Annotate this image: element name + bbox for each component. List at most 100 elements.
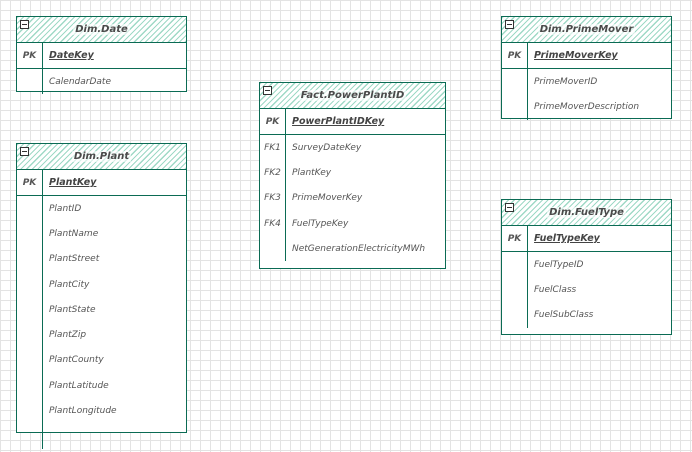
attribute-row[interactable]: FK2 PlantKey bbox=[260, 160, 445, 186]
attribute-row[interactable]: NetGenerationElectricityMWh bbox=[260, 236, 445, 262]
key-marker-empty bbox=[17, 423, 43, 449]
key-marker bbox=[17, 297, 43, 323]
key-marker bbox=[17, 322, 43, 348]
attribute-row[interactable]: FK3 PrimeMoverKey bbox=[260, 185, 445, 211]
attribute-list: FuelTypeID FuelClass FuelSubClass bbox=[502, 252, 671, 328]
attribute-name: FuelTypeKey bbox=[292, 218, 349, 229]
attribute-row[interactable]: PlantState bbox=[17, 297, 186, 323]
attribute-list: PrimeMoverID PrimeMoverDescription bbox=[502, 69, 671, 120]
key-marker bbox=[17, 196, 43, 222]
pk-marker: PK bbox=[17, 43, 43, 68]
entity-header[interactable]: Dim.FuelType bbox=[502, 200, 671, 226]
attribute-name: FuelTypeID bbox=[534, 259, 584, 270]
collapse-icon[interactable] bbox=[20, 147, 29, 156]
attribute-row[interactable]: FuelSubClass bbox=[502, 302, 671, 328]
attribute-row[interactable]: FK1 SurveyDateKey bbox=[260, 135, 445, 161]
entity-header[interactable]: Fact.PowerPlantID bbox=[260, 83, 445, 109]
collapse-icon[interactable] bbox=[505, 203, 514, 212]
entity-title: Dim.PrimeMover bbox=[537, 24, 636, 35]
attribute-name: PlantState bbox=[49, 304, 96, 315]
entity-header[interactable]: Dim.Date bbox=[17, 17, 186, 43]
primary-key-name: PlantKey bbox=[49, 177, 97, 188]
attribute-name: PlantCity bbox=[49, 279, 90, 290]
entity-fact-power-plant[interactable]: Fact.PowerPlantID PK PowerPlantIDKey FK1… bbox=[259, 82, 446, 269]
attribute-name: PlantName bbox=[49, 228, 99, 239]
attribute-name: PrimeMoverDescription bbox=[534, 101, 640, 112]
entity-title: Fact.PowerPlantID bbox=[298, 90, 407, 101]
attribute-row-empty bbox=[17, 423, 186, 449]
attribute-name: PrimeMoverID bbox=[534, 76, 598, 87]
entity-dim-prime-mover[interactable]: Dim.PrimeMover PK PrimeMoverKey PrimeMov… bbox=[501, 16, 672, 120]
primary-key-row[interactable]: PK FuelTypeKey bbox=[502, 226, 671, 252]
attribute-list: PlantID PlantName PlantStreet PlantCity … bbox=[17, 196, 186, 449]
pk-marker: PK bbox=[260, 109, 286, 134]
attribute-row[interactable]: PlantCity bbox=[17, 271, 186, 298]
primary-key-name: PrimeMoverKey bbox=[534, 50, 618, 61]
fk-marker: FK2 bbox=[260, 160, 286, 186]
key-marker bbox=[17, 246, 43, 272]
attribute-row[interactable]: CalendarDate bbox=[17, 69, 186, 95]
attribute-row[interactable]: PlantName bbox=[17, 221, 186, 247]
attribute-name: PlantLatitude bbox=[49, 380, 109, 391]
attribute-row[interactable]: PlantStreet bbox=[17, 246, 186, 272]
collapse-icon[interactable] bbox=[20, 20, 29, 29]
primary-key-row[interactable]: PK DateKey bbox=[17, 43, 186, 69]
attribute-row[interactable]: PlantCounty bbox=[17, 347, 186, 374]
entity-header[interactable]: Dim.Plant bbox=[17, 144, 186, 170]
key-marker bbox=[17, 271, 43, 298]
key-marker bbox=[260, 236, 286, 262]
attribute-row[interactable]: FuelTypeID bbox=[502, 252, 671, 278]
entity-dim-plant[interactable]: Dim.Plant PK PlantKey PlantID PlantName … bbox=[16, 143, 187, 449]
key-marker bbox=[17, 373, 43, 399]
key-marker bbox=[502, 252, 528, 278]
fk-marker: FK4 bbox=[260, 210, 286, 237]
attribute-name: PlantCounty bbox=[49, 355, 104, 366]
attribute-row[interactable]: PlantZip bbox=[17, 322, 186, 348]
attribute-row[interactable]: FuelClass bbox=[502, 277, 671, 303]
pk-marker: PK bbox=[502, 226, 528, 251]
fk-marker: FK1 bbox=[260, 135, 286, 161]
pk-marker: PK bbox=[17, 170, 43, 195]
attribute-row[interactable]: PlantID bbox=[17, 196, 186, 222]
attribute-name: FuelSubClass bbox=[534, 310, 594, 321]
attribute-name: PlantStreet bbox=[49, 254, 100, 265]
key-marker bbox=[502, 94, 528, 120]
attribute-name: PlantZip bbox=[49, 330, 87, 341]
attribute-name: SurveyDateKey bbox=[292, 142, 362, 153]
primary-key-name: FuelTypeKey bbox=[534, 233, 600, 244]
key-marker bbox=[502, 69, 528, 95]
key-marker bbox=[17, 347, 43, 374]
attribute-list: CalendarDate bbox=[17, 69, 186, 95]
attribute-row[interactable]: PlantLongitude bbox=[17, 398, 186, 424]
primary-key-name: DateKey bbox=[49, 50, 94, 61]
key-marker bbox=[17, 398, 43, 424]
attribute-name: CalendarDate bbox=[49, 76, 111, 87]
key-marker bbox=[17, 69, 43, 95]
entity-header[interactable]: Dim.PrimeMover bbox=[502, 17, 671, 43]
attribute-row[interactable]: PlantLatitude bbox=[17, 373, 186, 399]
attribute-row[interactable]: PrimeMoverID bbox=[502, 69, 671, 95]
attribute-row[interactable]: FK4 FuelTypeKey bbox=[260, 210, 445, 237]
entity-title: Dim.Plant bbox=[71, 151, 132, 162]
primary-key-row[interactable]: PK PrimeMoverKey bbox=[502, 43, 671, 69]
primary-key-row[interactable]: PK PowerPlantIDKey bbox=[260, 109, 445, 135]
entity-title: Dim.FuelType bbox=[547, 207, 626, 218]
collapse-icon[interactable] bbox=[263, 86, 272, 95]
attribute-name: PlantLongitude bbox=[49, 406, 117, 417]
key-marker bbox=[502, 277, 528, 303]
pk-marker: PK bbox=[502, 43, 528, 68]
key-marker bbox=[502, 302, 528, 328]
fk-marker: FK3 bbox=[260, 185, 286, 211]
entity-dim-date[interactable]: Dim.Date PK DateKey CalendarDate bbox=[16, 16, 187, 95]
attribute-name: PlantID bbox=[49, 203, 82, 214]
attribute-row[interactable]: PrimeMoverDescription bbox=[502, 94, 671, 120]
entity-title: Dim.Date bbox=[73, 24, 130, 35]
collapse-icon[interactable] bbox=[505, 20, 514, 29]
entity-dim-fuel-type[interactable]: Dim.FuelType PK FuelTypeKey FuelTypeID F… bbox=[501, 199, 672, 335]
attribute-name: FuelClass bbox=[534, 284, 577, 295]
primary-key-row[interactable]: PK PlantKey bbox=[17, 170, 186, 196]
attribute-name: NetGenerationElectricityMWh bbox=[292, 243, 426, 254]
key-marker bbox=[17, 221, 43, 247]
attribute-name: PlantKey bbox=[292, 167, 332, 178]
attribute-list: FK1 SurveyDateKey FK2 PlantKey FK3 Prime… bbox=[260, 135, 445, 262]
